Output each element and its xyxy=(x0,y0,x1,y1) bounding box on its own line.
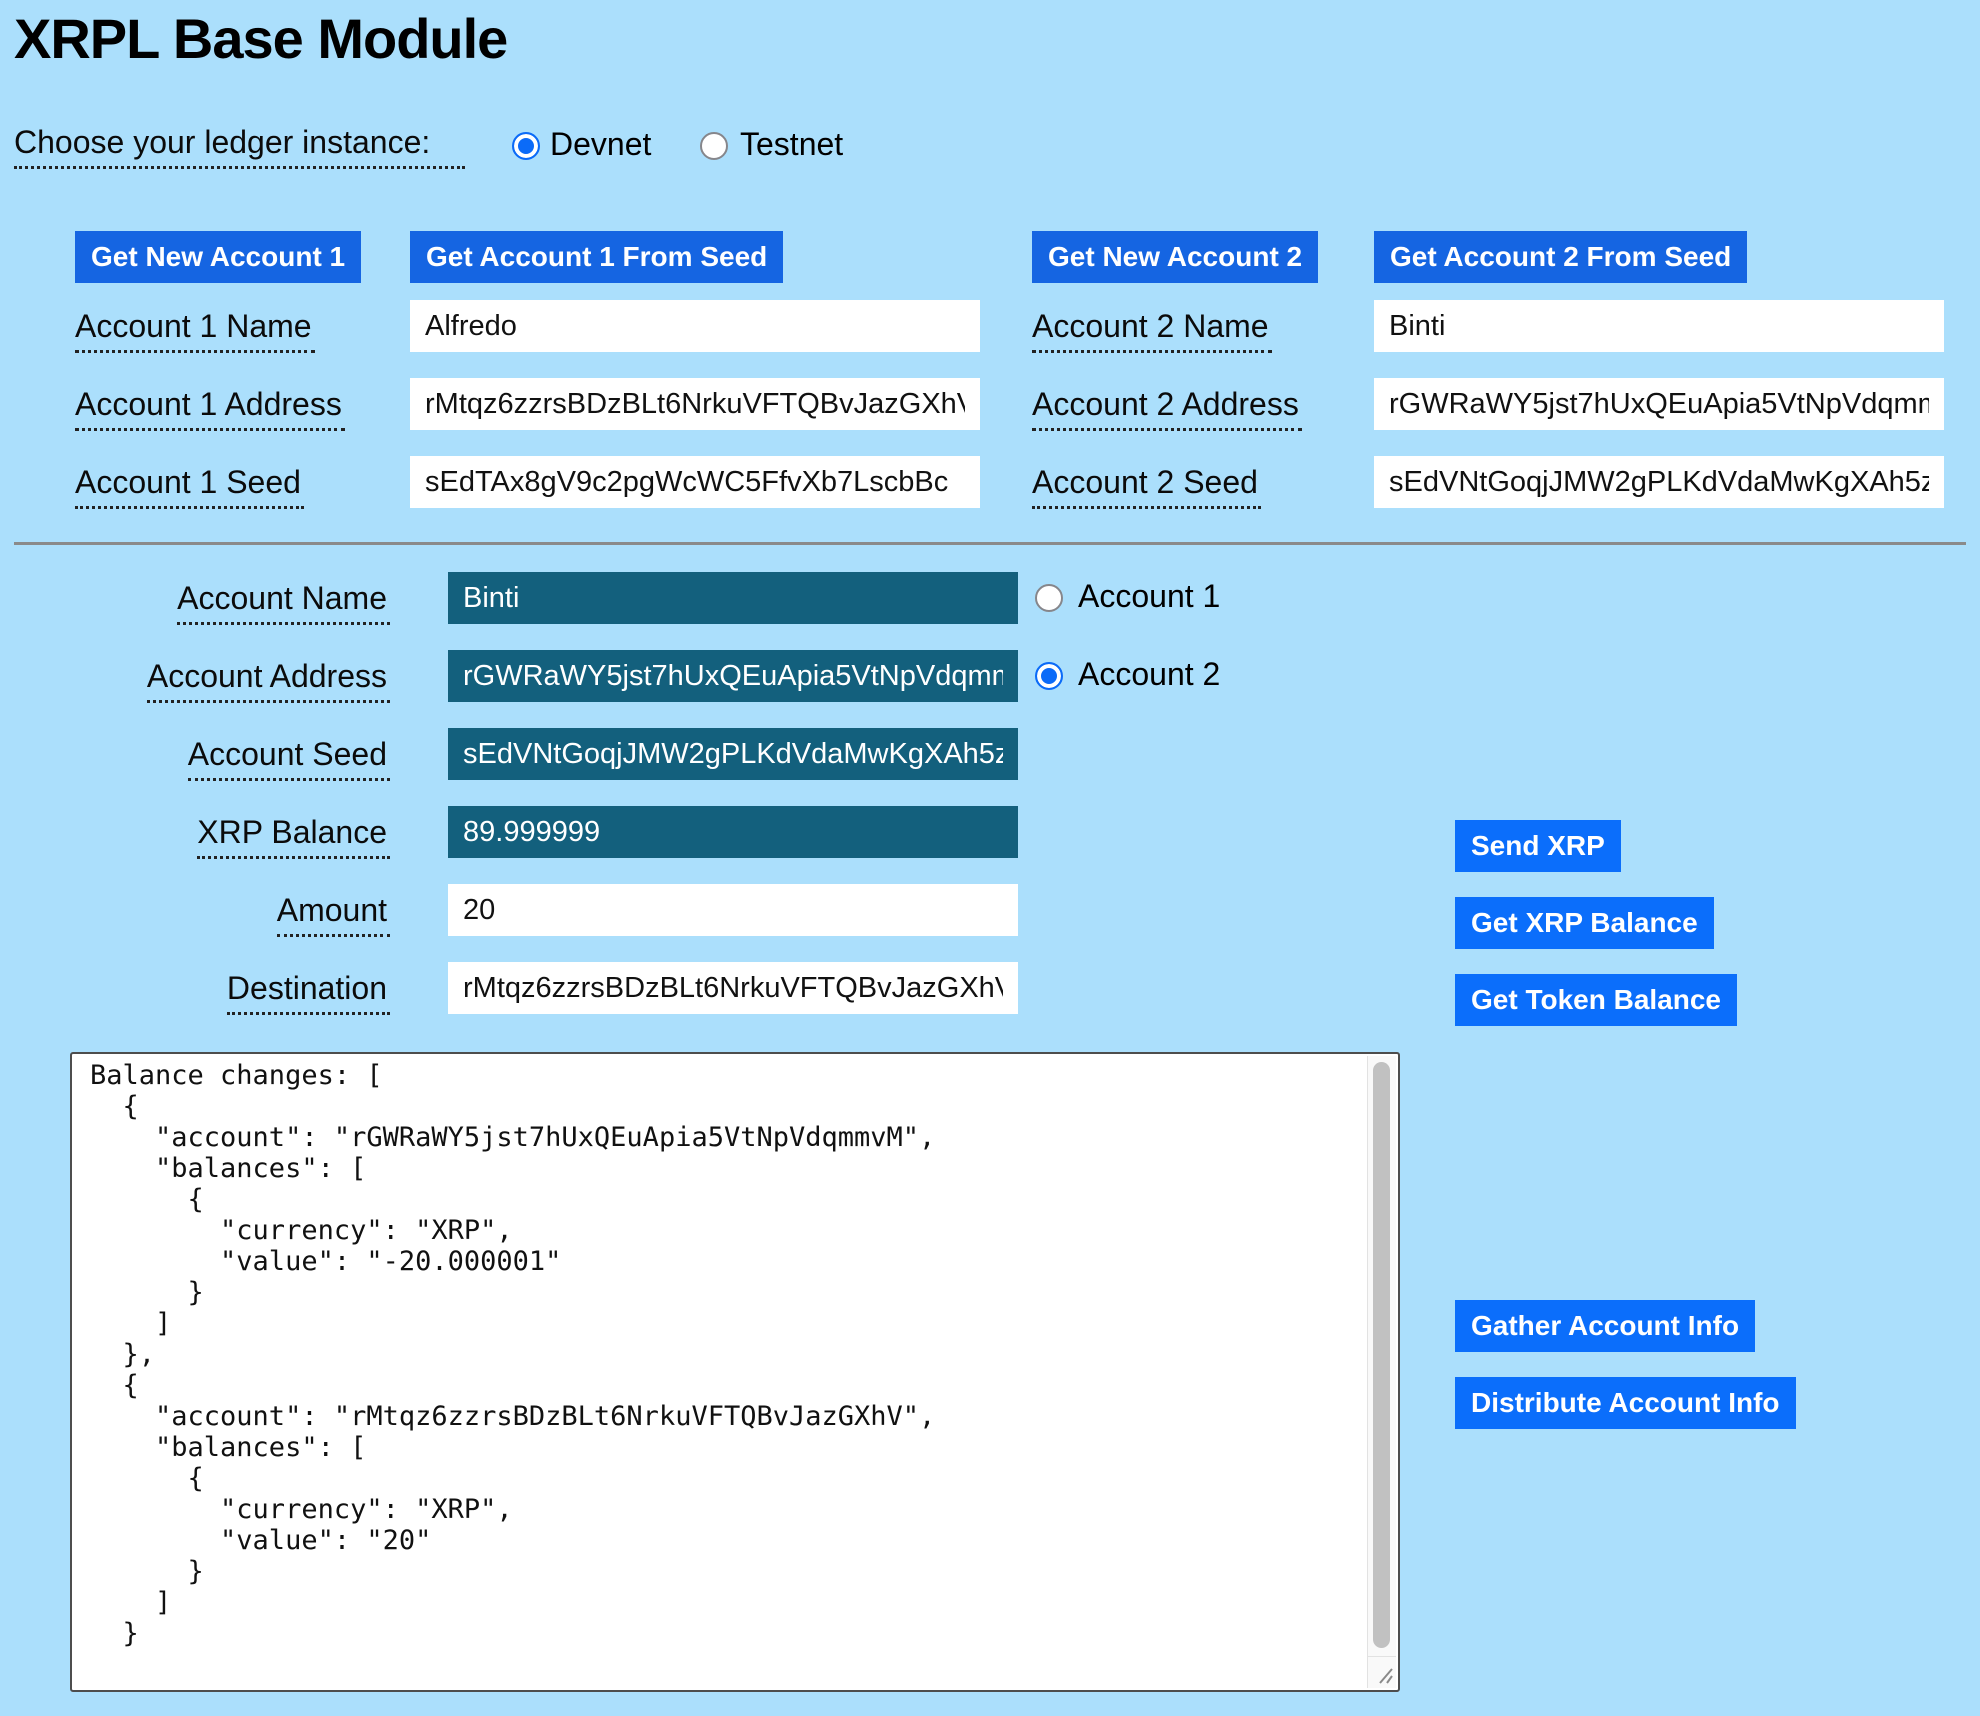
resize-handle[interactable] xyxy=(1367,1656,1396,1688)
amount-label: Amount xyxy=(276,892,390,937)
xrp-balance-label: XRP Balance xyxy=(197,814,390,859)
account1-name-label: Account 1 Name xyxy=(75,308,315,353)
get-token-balance-button[interactable]: Get Token Balance xyxy=(1455,974,1738,1026)
devnet-radio[interactable] xyxy=(512,132,540,160)
gather-account-info-button[interactable]: Gather Account Info xyxy=(1455,1300,1756,1352)
devnet-radio-label[interactable]: Devnet xyxy=(550,126,652,162)
account1-address-label: Account 1 Address xyxy=(75,386,345,431)
account-name-field[interactable] xyxy=(448,572,1018,624)
account-address-label: Account Address xyxy=(146,658,390,703)
account1-address-input[interactable] xyxy=(410,378,980,430)
ledger-instance-label: Choose your ledger instance: xyxy=(14,124,465,169)
resize-grip-icon xyxy=(1379,1668,1393,1684)
distribute-account-info-button[interactable]: Distribute Account Info xyxy=(1455,1377,1796,1429)
balance-changes-output: Balance changes: [ { "account": "rGWRaWY… xyxy=(90,1060,936,1649)
destination-label: Destination xyxy=(226,970,390,1015)
account2-name-input[interactable] xyxy=(1374,300,1944,352)
account2-seed-label: Account 2 Seed xyxy=(1032,464,1261,509)
select-account1-radio[interactable] xyxy=(1035,584,1063,612)
account-seed-label: Account Seed xyxy=(187,736,390,781)
results-textarea[interactable]: Balance changes: [ { "account": "rGWRaWY… xyxy=(70,1052,1400,1692)
destination-input[interactable] xyxy=(448,962,1018,1014)
account-seed-field[interactable] xyxy=(448,728,1018,780)
select-account2-radio-label[interactable]: Account 2 xyxy=(1078,656,1221,692)
account1-name-input[interactable] xyxy=(410,300,980,352)
get-account1-from-seed-button[interactable]: Get Account 1 From Seed xyxy=(410,231,784,283)
get-new-account2-button[interactable]: Get New Account 2 xyxy=(1032,231,1319,283)
select-account1-radio-label[interactable]: Account 1 xyxy=(1078,578,1221,614)
account-address-field[interactable] xyxy=(448,650,1018,702)
testnet-radio-label[interactable]: Testnet xyxy=(740,126,844,162)
account-name-label: Account Name xyxy=(177,580,390,625)
account2-seed-input[interactable] xyxy=(1374,456,1944,508)
xrp-balance-field[interactable] xyxy=(448,806,1018,858)
send-xrp-button[interactable]: Send XRP xyxy=(1455,820,1621,872)
amount-input[interactable] xyxy=(448,884,1018,936)
get-new-account1-button[interactable]: Get New Account 1 xyxy=(75,231,362,283)
select-account2-radio[interactable] xyxy=(1035,662,1063,690)
testnet-radio[interactable] xyxy=(700,132,728,160)
account2-name-label: Account 2 Name xyxy=(1032,308,1272,353)
results-scrollbar-thumb[interactable] xyxy=(1373,1062,1390,1648)
account2-address-label: Account 2 Address xyxy=(1032,386,1302,431)
account1-seed-label: Account 1 Seed xyxy=(75,464,304,509)
get-xrp-balance-button[interactable]: Get XRP Balance xyxy=(1455,897,1714,949)
account1-seed-input[interactable] xyxy=(410,456,980,508)
results-scrollbar[interactable] xyxy=(1367,1056,1396,1656)
page-title: XRPL Base Module xyxy=(14,7,508,70)
account2-address-input[interactable] xyxy=(1374,378,1944,430)
section-divider xyxy=(14,542,1966,545)
get-account2-from-seed-button[interactable]: Get Account 2 From Seed xyxy=(1374,231,1748,283)
